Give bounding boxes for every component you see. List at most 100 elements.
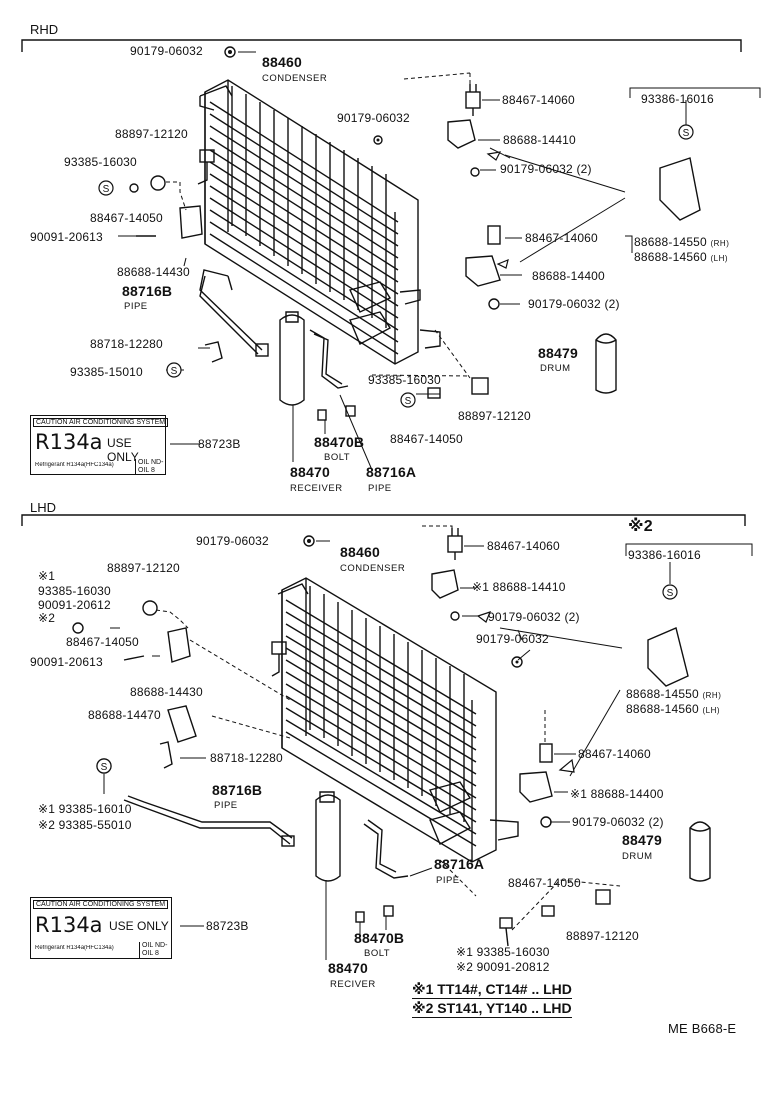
rhd-part-88688-14410: 88688-14410 [503,133,576,147]
lhd-part-88467-14060b: 88467-14060 [578,747,651,761]
rhd-part-88688-14430: 88688-14430 [117,265,190,279]
rhd-part-88688-14560: 88688-14560 (LH) [634,250,729,264]
rhd-part-88716a: 88716A [366,464,417,480]
rhd-part-93385-15010: 93385-15010 [70,365,143,379]
lhd-condenser-label: CONDENSER [340,563,406,574]
lhd-part-93385-16030: 93385-16030 [38,584,111,598]
refrigerant-fine-print: Refrigerant R134a(HFC134a) [35,945,114,951]
rhd-part-90179-06032-2b: 90179-06032 (2) [528,297,620,311]
lhd-part-88897-12120: 88897-12120 [107,561,180,575]
lhd-frame [21,514,746,526]
lhd-part-90091-20612: 90091-20612 [38,598,111,612]
rhd-condenser [197,79,441,365]
refrigerant-fine-print: Refrigerant R134a(HFC134a) [35,462,114,468]
lhd-part-90179-06032-top: 90179-06032 [196,534,269,548]
note-2: ※2 ST141, YT140 .. LHD [412,1000,572,1018]
rhd-pipe-b [199,269,263,351]
lhd-part-90091-20812: ※2 90091-20812 [456,960,550,974]
svg-text:S: S [683,128,690,139]
rhd-part-88688-14550: 88688-14550 (RH) [634,235,730,249]
lhd-part-88467-14060: 88467-14060 [487,539,560,553]
rhd-part-90179-06032-2a: 90179-06032 (2) [500,162,592,176]
rhd-frame [21,39,742,52]
arrows [476,151,575,773]
lhd-part-88460: 88460 [340,544,380,560]
lhd-part-93385-55010: ※2 93385-55010 [38,818,132,832]
lhd-part-88688-14470: 88688-14470 [88,708,161,722]
section-lhd: LHD [30,500,57,515]
lhd-bolt-label: BOLT [364,948,391,959]
lhd-part-88688-14410: ※1 88688-14410 [472,580,566,594]
svg-text:S: S [101,762,108,773]
lhd-part-88467-14050: 88467-14050 [66,635,139,649]
lhd-part-88716b: 88716B [212,782,263,798]
lhd-part-90091-20613: 90091-20613 [30,655,103,669]
svg-text:S: S [103,184,110,195]
rhd-pipe-label: PIPE [124,301,148,312]
rhd-part-88467-14060b: 88467-14060 [525,231,598,245]
model-notes: ※1 TT14#, CT14# .. LHD ※2 ST141, YT140 .… [412,980,572,1018]
lhd-part-88470b: 88470B [354,930,405,946]
oil-text: OIL ND-OIL 8 [135,459,164,475]
caution-header: CAUTION AIR CONDITIONING SYSTEM [33,900,169,909]
rhd-receiver [279,314,305,406]
lhd-pipe-a-label: PIPE [436,875,460,886]
lhd-receiver [315,794,341,882]
rhd-part-88897-12120b: 88897-12120 [458,409,531,423]
rhd-receiver-label: RECEIVER [290,483,343,494]
lhd-part-88470: 88470 [328,960,368,976]
note-1: ※1 TT14#, CT14# .. LHD [412,981,572,999]
rhd-part-93385-16030: 93385-16030 [64,155,137,169]
rhd-part-88460: 88460 [262,54,302,70]
caution-header: CAUTION AIR CONDITIONING SYSTEM [33,418,169,427]
rhd-part-88470b: 88470B [314,434,365,450]
rhd-bolt-label: BOLT [324,452,351,463]
rhd-part-88467-14050b: 88467-14050 [390,432,463,446]
lhd-parts [72,528,711,947]
lhd-part-93385-16030b: ※1 93385-16030 [456,945,550,959]
rhd-part-88479: 88479 [538,345,578,361]
svg-text:S: S [405,396,412,407]
rhd-part-93386-16016: 93386-16016 [641,92,714,106]
section-rhd: RHD [30,22,59,37]
rhd-part-88716b: 88716B [122,283,173,299]
lhd-note2-a: ※2 [38,611,56,625]
rhd-part-90179-06032-mid: 90179-06032 [337,111,410,125]
lhd-pipe-label: PIPE [214,800,238,811]
rhd-part-88467-14050: 88467-14050 [90,211,163,225]
lhd-reciver-label: RECIVER [330,979,376,990]
rhd-part-88723b: 88723B [198,437,241,451]
lhd-part-93386-16016: 93386-16016 [628,548,701,562]
rhd-part-93385-16030b: 93385-16030 [368,373,441,387]
lhd-part-88688-14400: ※1 88688-14400 [570,787,664,801]
rhd-part-88688-14400: 88688-14400 [532,269,605,283]
rhd-part-90179-06032-top: 90179-06032 [130,44,203,58]
rhd-part-88470: 88470 [290,464,330,480]
lhd-part-88479: 88479 [622,832,662,848]
rhd-drum-label: DRUM [540,363,571,374]
svg-text:S: S [171,366,178,377]
use-only-text: USE ONLY [107,436,139,464]
rhd-part-88467-14060: 88467-14060 [502,93,575,107]
rhd-pipe-a [309,329,349,389]
lhd-part-93385-16010: ※1 93385-16010 [38,802,132,816]
refrigerant-text: R134a [35,913,103,937]
lhd-part-90179-06032-mid: 90179-06032 [476,632,549,646]
lhd-note2-marker: ※2 [628,518,653,535]
lhd-caution-label: CAUTION AIR CONDITIONING SYSTEM R134a US… [30,897,172,959]
rhd-part-88897-12120: 88897-12120 [115,127,188,141]
lhd-part-88688-14550: 88688-14550 (RH) [626,687,722,701]
lhd-part-88688-14430: 88688-14430 [130,685,203,699]
lhd-part-90179-06032-2a: 90179-06032 (2) [488,610,580,624]
lhd-pipe-a [363,819,409,879]
svg-text:S: S [667,588,674,599]
rhd-condenser-label: CONDENSER [262,73,328,84]
use-only-text: USE ONLY [109,919,169,933]
lhd-part-88467-14050b: 88467-14050 [508,876,581,890]
lhd-note1-a: ※1 [38,569,56,583]
lhd-pipe-b [123,795,293,845]
rhd-part-90091-20613: 90091-20613 [30,230,103,244]
lhd-part-88688-14560: 88688-14560 (LH) [626,702,721,716]
oil-text: OIL ND-OIL 8 [139,942,170,958]
